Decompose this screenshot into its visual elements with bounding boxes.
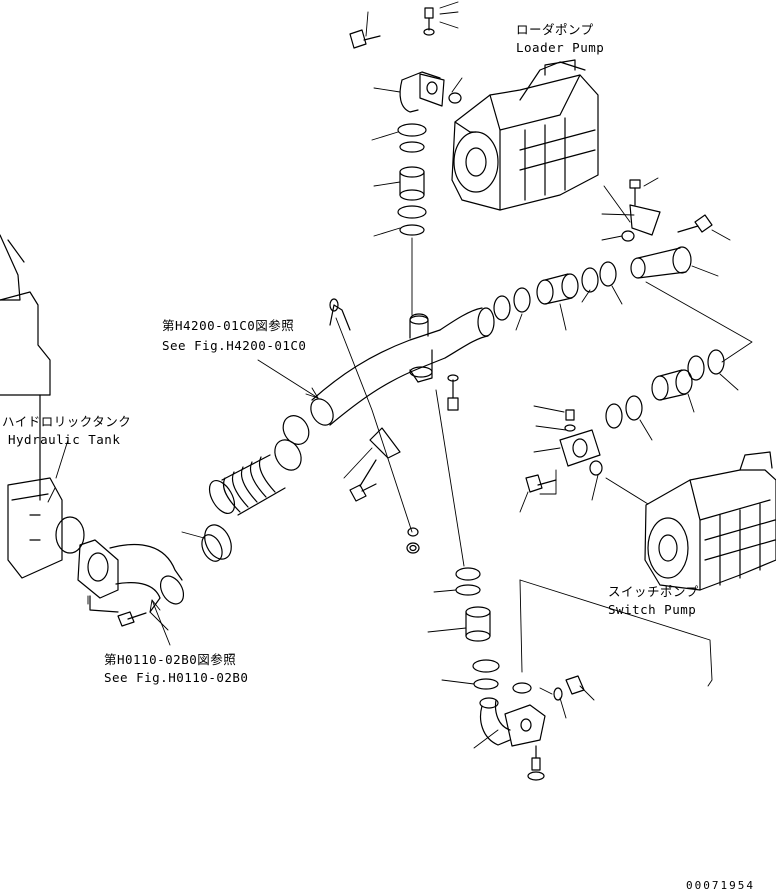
loader-pump-bolt-top: [423, 7, 435, 36]
leader-lines: [47, 1, 753, 749]
bottom-bolt: [527, 745, 545, 781]
loader-pump-clamp-2: [397, 205, 427, 236]
loader-pump-bolt-side: [349, 29, 381, 49]
ref-arrows: [149, 359, 319, 646]
pipe-bracket: [349, 427, 401, 502]
tank-hose-clamp-2: [274, 415, 310, 471]
hydraulic-tank: [0, 234, 85, 579]
tank-elbow: [77, 539, 185, 613]
loader-pump-elbow: [399, 71, 462, 113]
switch-pump: [644, 451, 776, 591]
mid-hose-assembly: [493, 261, 617, 321]
loader-pump-hose: [399, 166, 425, 201]
switch-pump-elbow: [525, 409, 603, 493]
switch-pump-label-en: Switch Pump: [608, 602, 697, 617]
hydraulic-tank-label-jp: ハイドロリックタンク: [2, 414, 132, 429]
tank-hose-clamp-1: [201, 524, 232, 562]
lower-hose: [465, 606, 491, 642]
tank-hose-bellows: [208, 454, 286, 516]
tank-elbow-bolt: [89, 595, 147, 627]
loader-pump: [451, 59, 599, 211]
pipe-bolt: [447, 374, 459, 411]
switch-pump-label-jp: スイッチポンプ: [608, 584, 699, 599]
lower-clamp-2: [472, 659, 500, 690]
loader-pump-clamp-1: [397, 123, 427, 153]
bottom-elbow: [479, 675, 585, 747]
upper-right-hose: [630, 246, 692, 279]
loader-pump-label-en: Loader Pump: [516, 40, 605, 55]
main-suction-pipe: [310, 298, 495, 426]
drawing-number: 00071954: [686, 879, 755, 892]
lower-hose-assembly: [605, 349, 725, 429]
upper-right-bolt: [621, 179, 713, 242]
ref-h4200-label-jp: 第H4200-01C0図参照: [162, 318, 295, 333]
loader-pump-label-jp: ローダポンプ: [516, 22, 594, 37]
ref-h4200-label-en: See Fig.H4200-01C0: [162, 338, 307, 353]
pipe-washers: [406, 527, 420, 554]
hydraulic-tank-label-en: Hydraulic Tank: [8, 432, 121, 447]
lower-clamp-1: [455, 567, 481, 596]
ref-h0110-label-jp: 第H0110-02B0図参照: [104, 652, 237, 667]
ref-h0110-label-en: See Fig.H0110-02B0: [104, 670, 249, 685]
